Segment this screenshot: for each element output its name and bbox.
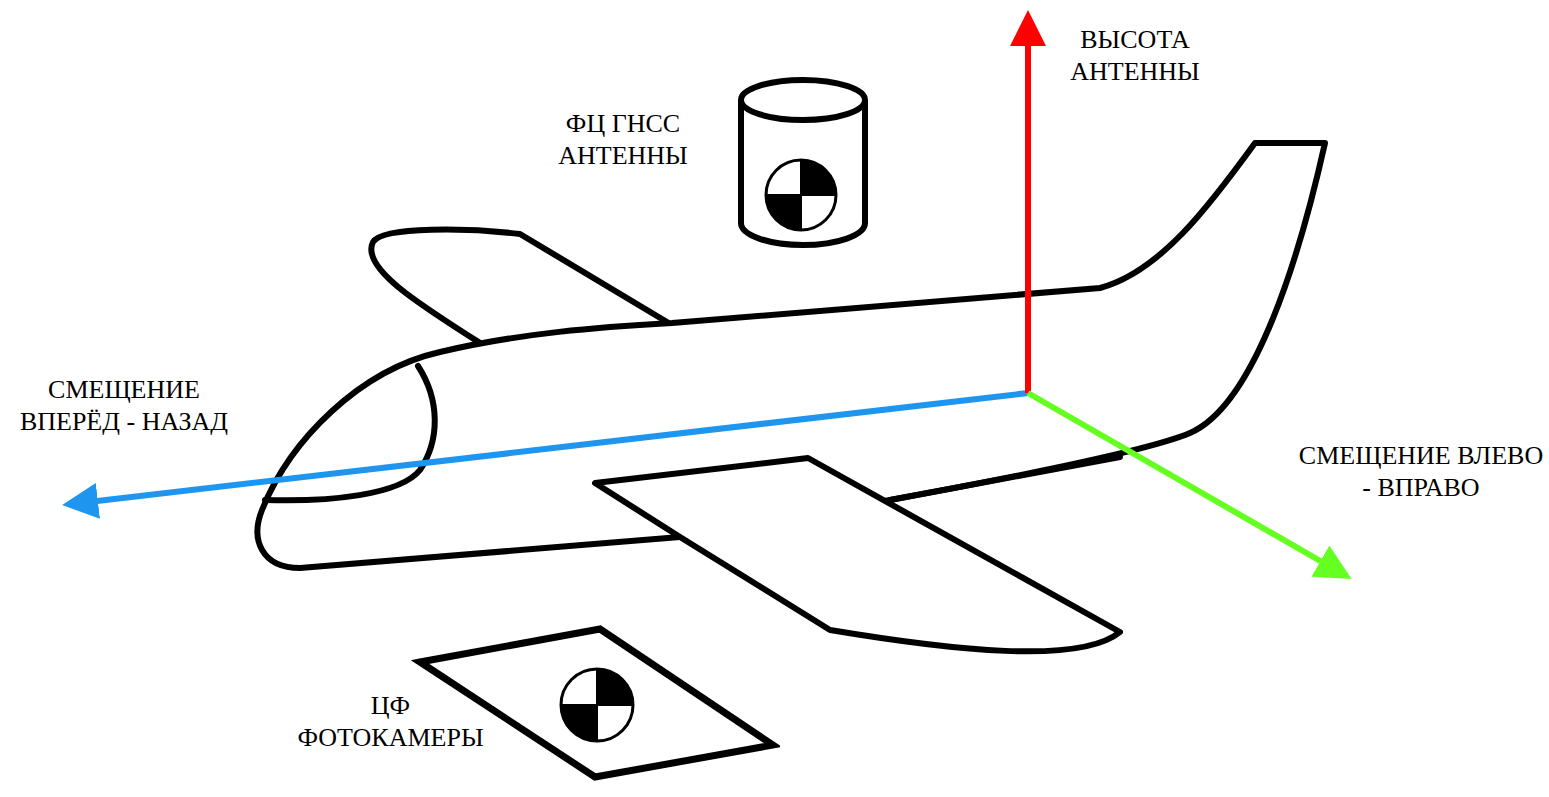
- camera-frame-shape: [285, 620, 780, 785]
- gnss-antenna-shape: [548, 75, 870, 270]
- camera-frame-outline: [420, 629, 773, 777]
- target-symbol: [561, 669, 633, 741]
- antenna-cylinder: [741, 80, 865, 245]
- camera-frame: ЦФ ФОТОКАМЕРЫ: [285, 620, 780, 785]
- fuselage-aft-line: [890, 457, 1120, 500]
- left-right-axis: [1028, 393, 1336, 570]
- forward-back-label: СМЕЩЕНИЕ ВПЕРЁД - НАЗАД: [4, 374, 244, 438]
- left-right-label: СМЕЩЕНИЕ ВЛЕВО - ВПРАВО: [1298, 440, 1544, 504]
- height-axis: [1025, 28, 1031, 393]
- node-label: ЦФ ФОТОКАМЕРЫ: [288, 690, 493, 754]
- gnss-antenna: ФЦ ГНСС АНТЕННЫ: [548, 75, 870, 270]
- target-symbol: [766, 160, 836, 230]
- node-label: ФЦ ГНСС АНТЕННЫ: [548, 108, 698, 172]
- near-wing: [595, 458, 1120, 651]
- height-label: ВЫСОТА АНТЕННЫ: [1050, 24, 1220, 88]
